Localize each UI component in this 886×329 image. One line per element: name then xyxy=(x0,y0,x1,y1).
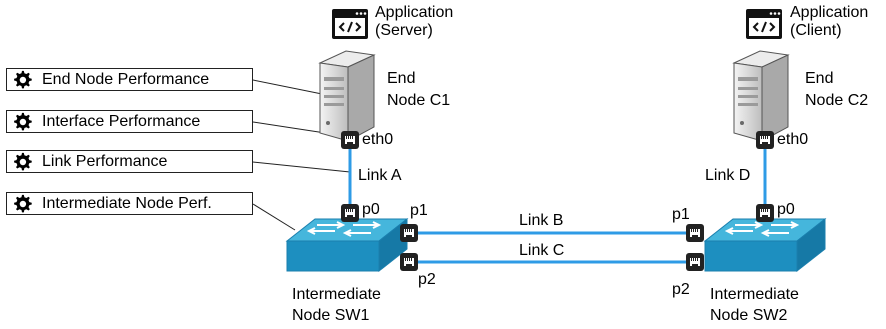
switch-sw2-icon xyxy=(704,218,826,272)
client-name-line1: End xyxy=(805,70,834,87)
server-app-line1: Application xyxy=(375,4,454,21)
switch-sw1-icon xyxy=(286,218,408,272)
port-sw1-p0-icon xyxy=(341,204,359,222)
sw1-name-line2: Node SW1 xyxy=(292,307,370,324)
link-d-label: Link D xyxy=(705,167,751,184)
server-c1-icon xyxy=(319,50,375,142)
perf-label-link: Link Performance xyxy=(42,153,168,170)
port-sw1-p1-icon xyxy=(400,224,418,242)
client-iface-label: eth0 xyxy=(777,131,809,148)
sw1-p1-label: p1 xyxy=(410,202,428,219)
gear-icon xyxy=(14,112,32,131)
server-name-line2: Node C1 xyxy=(387,92,451,109)
sw2-p0-label: p0 xyxy=(777,201,795,218)
perf-label-interface: Interface Performance xyxy=(42,113,201,130)
app-client-icon xyxy=(745,8,783,40)
perf-label-end-node: End Node Performance xyxy=(42,71,210,88)
perf-label-intermediate: Intermediate Node Perf. xyxy=(42,195,212,212)
port-sw2-p0-icon xyxy=(756,204,774,222)
server-c2-icon xyxy=(733,50,789,142)
client-app-line1: Application xyxy=(790,4,869,21)
link-b-label: Link B xyxy=(519,212,564,229)
link-a-label: Link A xyxy=(358,167,402,184)
sw1-name-line1: Intermediate xyxy=(292,286,381,303)
server-name-line1: End xyxy=(387,70,416,87)
sw2-p2-label: p2 xyxy=(672,281,690,298)
client-name-line2: Node C2 xyxy=(805,92,869,109)
port-sw2-p2-icon xyxy=(686,253,704,271)
sw1-p0-label: p0 xyxy=(362,201,380,218)
sw2-name-line1: Intermediate xyxy=(710,286,799,303)
gear-icon xyxy=(14,70,32,89)
connector-end-node xyxy=(252,79,323,95)
port-sw1-p2-icon xyxy=(400,253,418,271)
sw2-p1-label: p1 xyxy=(672,206,690,223)
perf-box-end-node: End Node Performance xyxy=(6,68,253,91)
server-app-line2: (Server) xyxy=(375,22,433,39)
gear-icon xyxy=(14,152,32,171)
server-iface-label: eth0 xyxy=(362,131,394,148)
perf-box-intermediate: Intermediate Node Perf. xyxy=(6,192,253,215)
client-app-line2: (Client) xyxy=(790,22,842,39)
gear-icon xyxy=(14,194,32,213)
app-server-icon xyxy=(331,8,369,40)
sw1-p2-label: p2 xyxy=(418,271,436,288)
link-c-label: Link C xyxy=(519,242,565,259)
perf-box-link: Link Performance xyxy=(6,150,253,173)
connector-intermediate xyxy=(252,203,296,231)
connector-link xyxy=(252,161,351,173)
sw2-name-line2: Node SW2 xyxy=(710,307,788,324)
port-sw2-p1-icon xyxy=(686,224,704,242)
port-c1-eth0-icon xyxy=(341,131,359,149)
perf-box-interface: Interface Performance xyxy=(6,110,253,133)
port-c2-eth0-icon xyxy=(756,131,774,149)
